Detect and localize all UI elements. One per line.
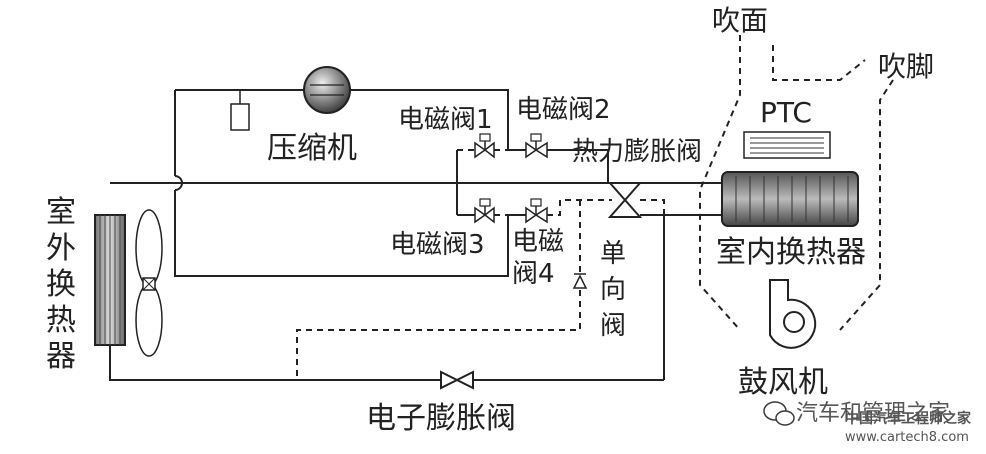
outdoor-heat-exchanger xyxy=(94,214,126,346)
solenoid-valve-1 xyxy=(474,133,495,159)
dashed-pipes xyxy=(296,35,894,380)
outdoor-hx-label-1: 室 xyxy=(46,195,76,230)
txv-label: 热力膨胀阀 xyxy=(572,137,702,167)
outdoor-hx-label-3: 换 xyxy=(46,267,76,302)
wechat-icon xyxy=(763,401,795,426)
solenoid-valve-2 xyxy=(525,133,548,159)
solenoid-3-label: 电磁阀3 xyxy=(390,230,485,260)
ptc-label: PTC xyxy=(760,96,812,129)
electronic-expansion-valve xyxy=(440,370,474,390)
check-valve-label-2: 向 xyxy=(600,275,626,305)
accumulator xyxy=(230,103,250,131)
outdoor-hx-label-4: 热 xyxy=(46,303,76,338)
foot-vent-label: 吹脚 xyxy=(878,50,934,83)
solenoid-1-label: 电磁阀1 xyxy=(398,105,493,135)
indoor-heat-exchanger xyxy=(721,171,859,227)
watermark-brand: 中国汽车工程师之家 xyxy=(845,410,972,427)
check-valve-label-3: 阀 xyxy=(600,311,626,341)
solenoid-2-label: 电磁阀2 xyxy=(516,95,611,125)
outdoor-hx-label-2: 外 xyxy=(46,231,76,266)
check-valve-label-1: 单 xyxy=(600,239,626,269)
solenoid-4-label-line2: 阀4 xyxy=(512,259,555,289)
check-valve xyxy=(572,273,588,289)
watermark-account: 汽车和管理之家 xyxy=(796,401,950,426)
blower-label: 鼓风机 xyxy=(738,365,828,400)
indoor-hx-label: 室内换热器 xyxy=(716,235,866,270)
outdoor-fan-icon xyxy=(135,209,163,357)
solenoid-4-label-line1: 电磁 xyxy=(512,227,564,257)
compressor-label: 压缩机 xyxy=(267,131,357,166)
solenoid-valve-4 xyxy=(525,198,548,224)
thermal-expansion-valve xyxy=(607,182,643,218)
outdoor-hx-label-5: 器 xyxy=(46,339,76,374)
solenoid-valve-3 xyxy=(474,198,495,224)
eev-label: 电子膨胀阀 xyxy=(366,401,516,436)
compressor xyxy=(303,66,351,114)
face-vent-label: 吹面 xyxy=(712,4,768,37)
ptc-heater xyxy=(743,131,831,159)
blower-icon xyxy=(769,279,817,349)
watermark-url: www.cartech8.com xyxy=(845,430,969,445)
